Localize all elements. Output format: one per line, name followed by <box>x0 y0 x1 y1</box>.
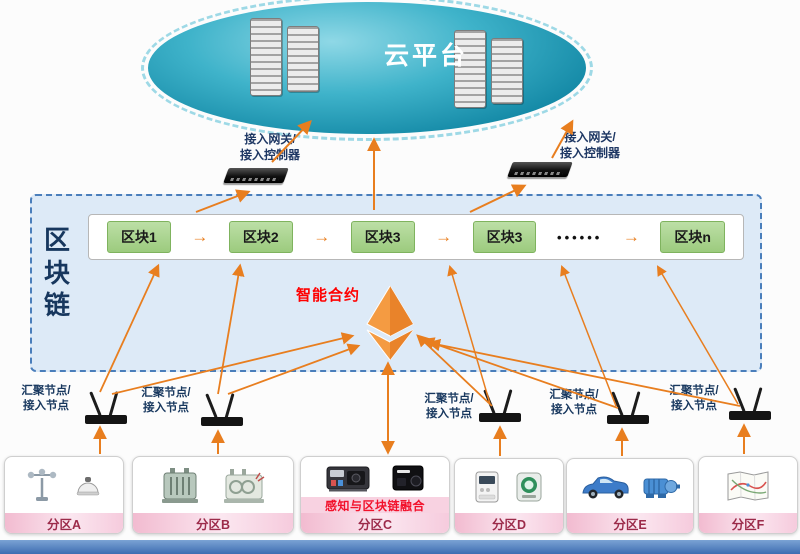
smart-meter-icon <box>475 471 499 503</box>
distribution-device-icon <box>224 469 265 503</box>
aggregation-node-label: 汇聚节点/ 接入节点 <box>418 392 480 422</box>
block-1: 区块1 <box>107 221 171 253</box>
server-rack-icon <box>491 38 523 104</box>
partition-f-name: 分区F <box>699 513 797 533</box>
partition-b: 分区B <box>132 456 294 534</box>
router-antenna-icon <box>474 386 526 422</box>
partition-a: 分区A <box>4 456 124 534</box>
partition-a-devices <box>5 457 123 513</box>
ev-car-icon <box>582 476 629 499</box>
server-rack-icon <box>250 18 282 96</box>
block-2: 区块2 <box>228 221 293 253</box>
aggregation-node-label: 汇聚节点/ 接入节点 <box>134 386 198 416</box>
node-label-line: 接入节点 <box>143 401 189 414</box>
blockchain-title-char: 区 <box>44 225 71 255</box>
transformer-icon <box>161 468 198 503</box>
block-arrow-icon: → <box>191 227 209 246</box>
dome-sensor-icon <box>76 477 100 496</box>
block-arrow-icon: → <box>313 227 331 246</box>
blockchain-title: 区 块 链 <box>44 226 70 320</box>
cloud-platform: 云平台 <box>141 0 593 141</box>
gateway-label-right: 接入网关/ 接入控制器 <box>560 130 620 161</box>
bottom-accent-bar <box>0 540 800 554</box>
node-label-line: 汇聚节点/ <box>21 385 71 397</box>
node-label-line: 接入节点 <box>23 399 69 412</box>
aggregation-node-label: 汇聚节点/ 接入节点 <box>662 384 726 414</box>
block-chain-row: 区块1 → 区块2 → 区块3 → 区块3 •••••• → 区块n <box>88 214 744 260</box>
block-4: 区块3 <box>472 221 537 253</box>
anemometer-icon <box>27 468 57 501</box>
partition-e-name: 分区E <box>567 513 693 533</box>
router-antenna-icon <box>80 388 132 424</box>
router-antenna-icon <box>196 390 248 426</box>
aggregation-node-label: 汇聚节点/ 接入节点 <box>542 388 606 418</box>
ethereum-diamond-icon <box>366 286 414 360</box>
partition-f: 分区F <box>698 456 798 534</box>
partition-b-name: 分区B <box>133 513 293 533</box>
partition-c-devices <box>301 457 449 497</box>
partition-c: 感知与区块链融合 分区C <box>300 456 450 534</box>
gauge-meter-icon <box>516 472 542 502</box>
partition-a-name: 分区A <box>5 513 123 533</box>
motor-icon <box>643 478 681 498</box>
node-label-line: 接入节点 <box>671 399 717 412</box>
partition-d: 分区D <box>454 458 564 534</box>
aggregation-node-label: 汇聚节点/ 接入节点 <box>6 384 86 414</box>
block-n: 区块n <box>660 221 725 253</box>
blockchain-region: 区 块 链 区块1 → 区块2 → 区块3 → 区块3 •••••• → 区块n… <box>30 194 762 372</box>
partition-d-devices <box>455 459 563 513</box>
server-rack-icon <box>287 26 319 92</box>
partition-b-devices <box>133 457 293 513</box>
node-label-line: 汇聚节点/ <box>669 385 719 397</box>
blockchain-title-char: 块 <box>44 257 71 288</box>
plc-device-icon <box>326 466 370 491</box>
gateway-label-left: 接入网关/ 接入控制器 <box>240 132 300 163</box>
node-label-line: 汇聚节点/ <box>424 393 474 405</box>
partition-c-name: 分区C <box>301 513 449 533</box>
blockchain-title-char: 链 <box>44 290 71 321</box>
partition-f-devices <box>699 457 797 513</box>
node-label-line: 汇聚节点/ <box>141 387 191 399</box>
partition-e: 分区E <box>566 458 694 534</box>
map-icon <box>727 471 769 501</box>
block-arrow-icon: → <box>622 227 640 246</box>
partition-d-name: 分区D <box>455 513 563 533</box>
node-label-line: 接入节点 <box>426 407 472 420</box>
partition-c-banner: 感知与区块链融合 <box>301 497 449 513</box>
router-antenna-icon <box>602 388 654 424</box>
block-3: 区块3 <box>350 221 415 253</box>
network-switch-icon <box>223 168 289 183</box>
block-arrow-icon: → <box>435 227 453 246</box>
ellipsis-dots: •••••• <box>557 229 603 245</box>
router-antenna-icon <box>724 384 776 420</box>
network-switch-icon <box>507 162 573 177</box>
camera-device-icon <box>392 465 424 490</box>
node-label-line: 汇聚节点/ <box>549 389 599 401</box>
server-cluster-right <box>454 30 523 108</box>
node-label-line: 接入节点 <box>551 403 597 416</box>
smart-contract-label: 智能合约 <box>296 287 361 304</box>
gateway-label-line: 接入控制器 <box>240 147 301 162</box>
server-rack-icon <box>454 30 486 108</box>
server-cluster-left <box>250 18 319 96</box>
partition-e-devices <box>567 459 693 513</box>
gateway-label-line: 接入网关/ <box>244 132 296 146</box>
gateway-label-line: 接入控制器 <box>560 145 621 160</box>
gateway-label-line: 接入网关/ <box>564 130 616 144</box>
cloud-label: 云平台 <box>384 42 469 70</box>
